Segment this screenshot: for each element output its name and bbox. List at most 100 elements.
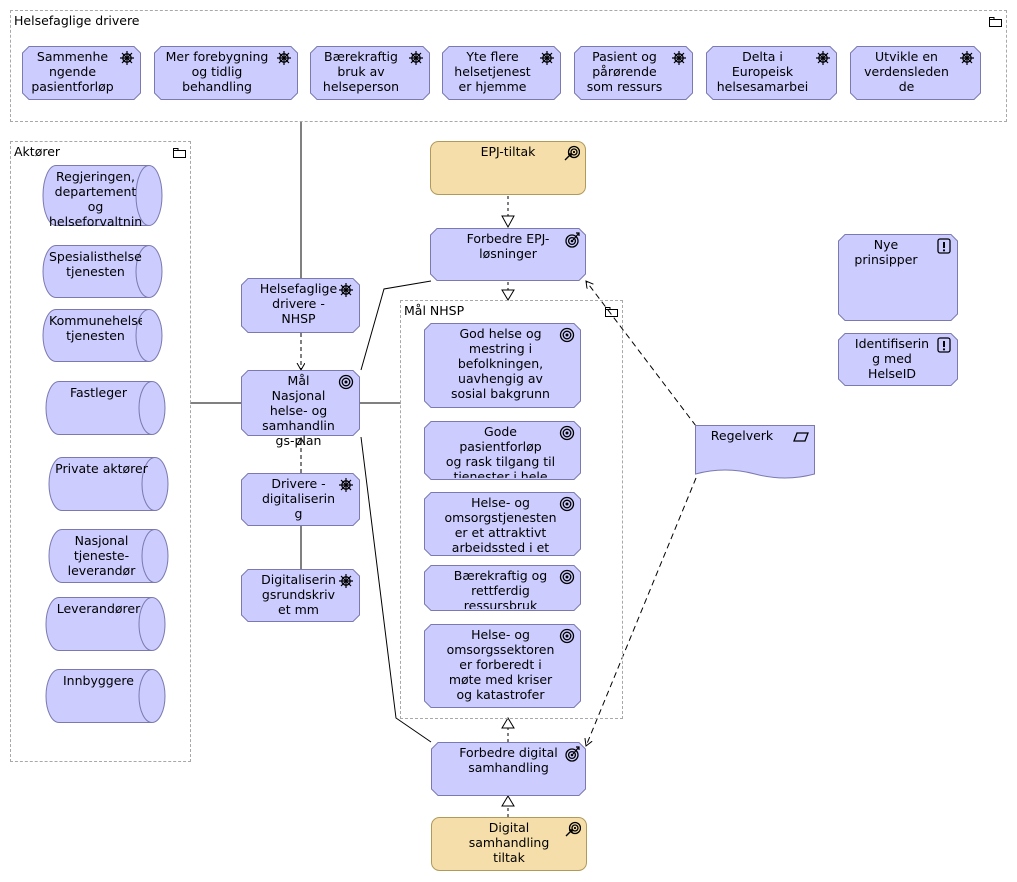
label-line: tiltak <box>493 850 525 865</box>
element-shape <box>838 333 958 386</box>
group-mal-nhsp[interactable]: Mål NHSP <box>400 300 623 719</box>
label-line: gsrundskriv <box>261 587 336 602</box>
label-line: som ressurs <box>586 79 663 94</box>
label-line: løsninger <box>479 246 537 261</box>
actor-element[interactable]: Fastleger <box>45 381 166 435</box>
label-line: arbeidssted i et <box>451 540 550 554</box>
label-line: helseperson <box>322 79 400 94</box>
label-line: behandling <box>182 79 252 94</box>
element-shape <box>424 565 581 611</box>
group-label: Mål NHSP <box>404 303 465 318</box>
label-line: Mer forebygning <box>165 49 269 64</box>
element-label: Fastleger <box>52 385 145 400</box>
goal-icon <box>559 327 575 343</box>
label-line: Innbyggere <box>63 673 134 688</box>
element-shape <box>48 529 169 583</box>
epj-tiltak-work-package[interactable]: EPJ-tiltak <box>430 141 586 195</box>
element-shape <box>241 370 360 436</box>
actor-element[interactable]: Kommunehelse-tjenesten <box>42 309 163 362</box>
actor-element[interactable]: Private aktører <box>48 457 169 511</box>
element-shape <box>850 46 981 100</box>
label-line: helse- og <box>269 403 328 418</box>
actor-element[interactable]: Leverandører <box>45 597 166 651</box>
label-line: pasientforløp <box>31 79 114 94</box>
element-shape <box>430 228 586 281</box>
element-label: Forbedre EPJ-løsninger <box>434 231 582 261</box>
forbedre-epj-outcome[interactable]: Forbedre EPJ-løsninger <box>430 228 586 281</box>
label-line: helsetjenest <box>454 64 531 79</box>
group-aktorer[interactable]: Aktører <box>10 141 191 762</box>
label-line: helsesamarbei <box>716 79 809 94</box>
label-line: helseforvaltning <box>49 214 142 229</box>
goal-icon <box>559 425 575 441</box>
influence-line <box>586 477 697 746</box>
goal-icon <box>559 628 575 644</box>
regelverk-representation[interactable]: Regelverk <box>695 425 815 479</box>
element-label: Regelverk <box>699 428 785 443</box>
label-line: Forbedre digital <box>459 745 558 760</box>
label-line: tjenesten <box>66 328 125 343</box>
constraint-icon <box>937 238 951 254</box>
actor-element[interactable]: Innbyggere <box>45 669 166 723</box>
element-label: Spesialisthelse-tjenesten <box>49 249 142 279</box>
element-label: Private aktører <box>55 461 148 476</box>
realization-arrowhead <box>501 289 515 301</box>
folder-icon <box>605 307 618 317</box>
label-line: prinsipper <box>854 252 918 267</box>
label-line: Drivere - <box>271 476 326 491</box>
label-line: Bærekraftig og <box>453 568 548 583</box>
label-line: pårørende <box>592 64 657 79</box>
label-line: og katastrofer <box>456 687 545 702</box>
element-shape <box>430 141 586 195</box>
driver-icon <box>277 51 291 65</box>
label-line: er forberedt i <box>459 657 542 672</box>
label-line: leverandør <box>67 563 136 578</box>
label-line: uavhengig av <box>458 371 543 386</box>
label-line: ressursbruk <box>463 598 538 609</box>
label-line: Mål Nasjonal <box>271 373 326 403</box>
actor-element[interactable]: Spesialisthelse-tjenesten <box>42 245 163 298</box>
actor-element[interactable]: Nasjonal tjeneste-leverandør <box>48 529 169 583</box>
label-line: Helse- og <box>471 627 530 642</box>
group-helsefaglige-drivere[interactable]: Helsefaglige drivere <box>10 10 1007 122</box>
label-line: Helse- og <box>471 495 530 510</box>
element-shape <box>424 624 581 708</box>
element-label: Leverandører <box>52 601 145 616</box>
label-line: mestring i <box>468 341 533 356</box>
element-shape <box>241 569 360 622</box>
label-line: Yte flere <box>466 49 519 64</box>
label-line: NHSP <box>281 311 316 326</box>
element-shape <box>42 309 163 362</box>
